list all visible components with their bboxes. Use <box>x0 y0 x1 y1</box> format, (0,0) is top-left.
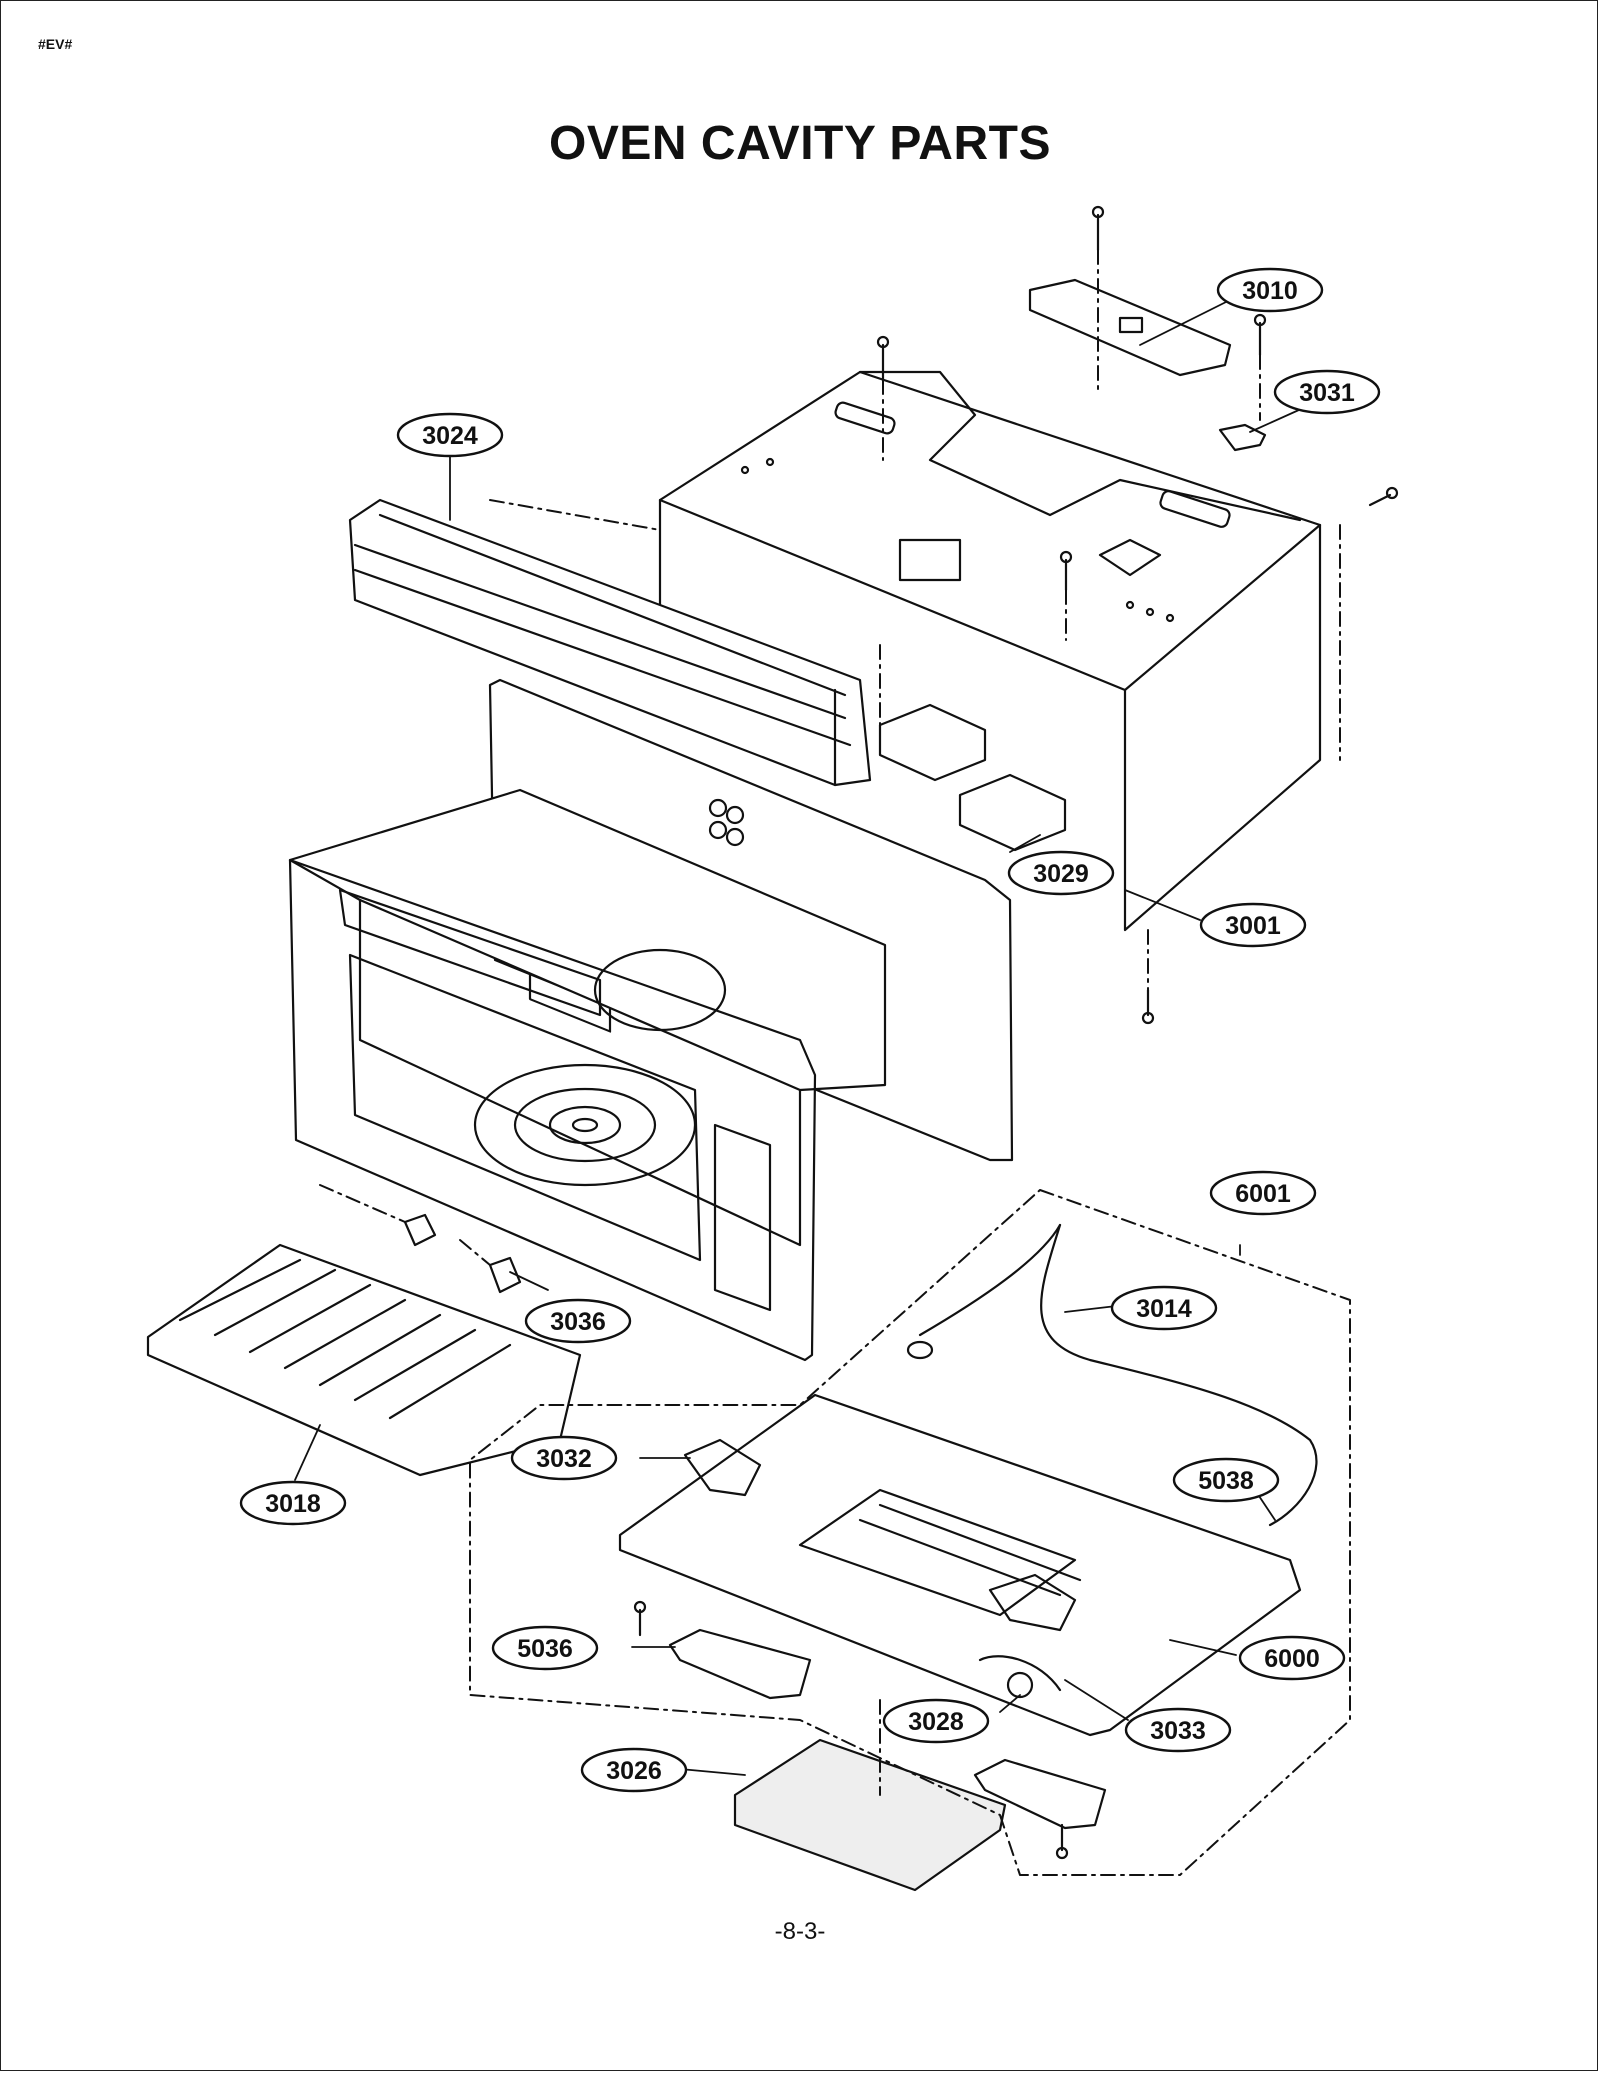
callout-3032 <box>510 1435 618 1481</box>
callout-3026 <box>580 1747 688 1793</box>
callout-label: 3029 <box>1033 860 1089 888</box>
callout-3024 <box>396 412 504 458</box>
callout-label: 3031 <box>1299 379 1355 407</box>
wiring-harness-part <box>906 1223 1318 1527</box>
filter-part <box>733 1738 1007 1892</box>
callout-label: 3018 <box>265 1490 321 1518</box>
clip-part <box>403 1213 522 1294</box>
callout-label: 3036 <box>550 1308 606 1336</box>
callout-3010 <box>1216 267 1324 313</box>
callout-label: 3032 <box>536 1445 592 1473</box>
top-plate-part <box>1028 278 1232 377</box>
callout-3018 <box>239 1480 347 1526</box>
callout-label: 3010 <box>1242 277 1298 305</box>
callout-5036 <box>491 1625 599 1671</box>
page-title: OVEN CAVITY PARTS <box>549 117 1051 170</box>
side-bracket-part <box>878 703 1067 852</box>
rack-part <box>146 1243 582 1477</box>
assembly-6001-outline <box>469 1189 1351 1876</box>
callout-6001 <box>1209 1170 1317 1216</box>
bracket-part <box>1218 423 1267 452</box>
callout-label: 5038 <box>1198 1467 1254 1495</box>
callout-6000 <box>1238 1635 1346 1681</box>
front-grille-part <box>348 498 872 787</box>
callout-label: 3024 <box>422 422 478 450</box>
callout-label: 5036 <box>517 1635 573 1663</box>
callout-5038 <box>1172 1457 1280 1503</box>
outer-case-part <box>658 370 1322 932</box>
callout-3014 <box>1110 1285 1218 1331</box>
grease-cover-part <box>668 1628 1107 1830</box>
callout-label: 3028 <box>908 1708 964 1736</box>
screw-icons <box>633 205 1399 1860</box>
callout-label: 3001 <box>1225 912 1281 940</box>
callout-label: 3014 <box>1136 1295 1192 1323</box>
lamp-housing-part <box>683 1438 1077 1699</box>
bottom-plate-part <box>618 1393 1302 1737</box>
callout-3033 <box>1124 1707 1232 1753</box>
callout-3031 <box>1273 369 1381 415</box>
callout-3028 <box>882 1698 990 1744</box>
callout-3036 <box>524 1298 632 1344</box>
callout-label: 3026 <box>606 1757 662 1785</box>
callout-label: 6001 <box>1235 1180 1291 1208</box>
page-number: -8-3- <box>774 1918 826 1945</box>
callout-3029 <box>1007 850 1115 896</box>
callout-3001 <box>1199 902 1307 948</box>
callout-label: 6000 <box>1264 1645 1320 1673</box>
front-frame-part <box>288 858 817 1362</box>
document-code: #EV# <box>38 36 73 52</box>
callout-label: 3033 <box>1150 1717 1206 1745</box>
